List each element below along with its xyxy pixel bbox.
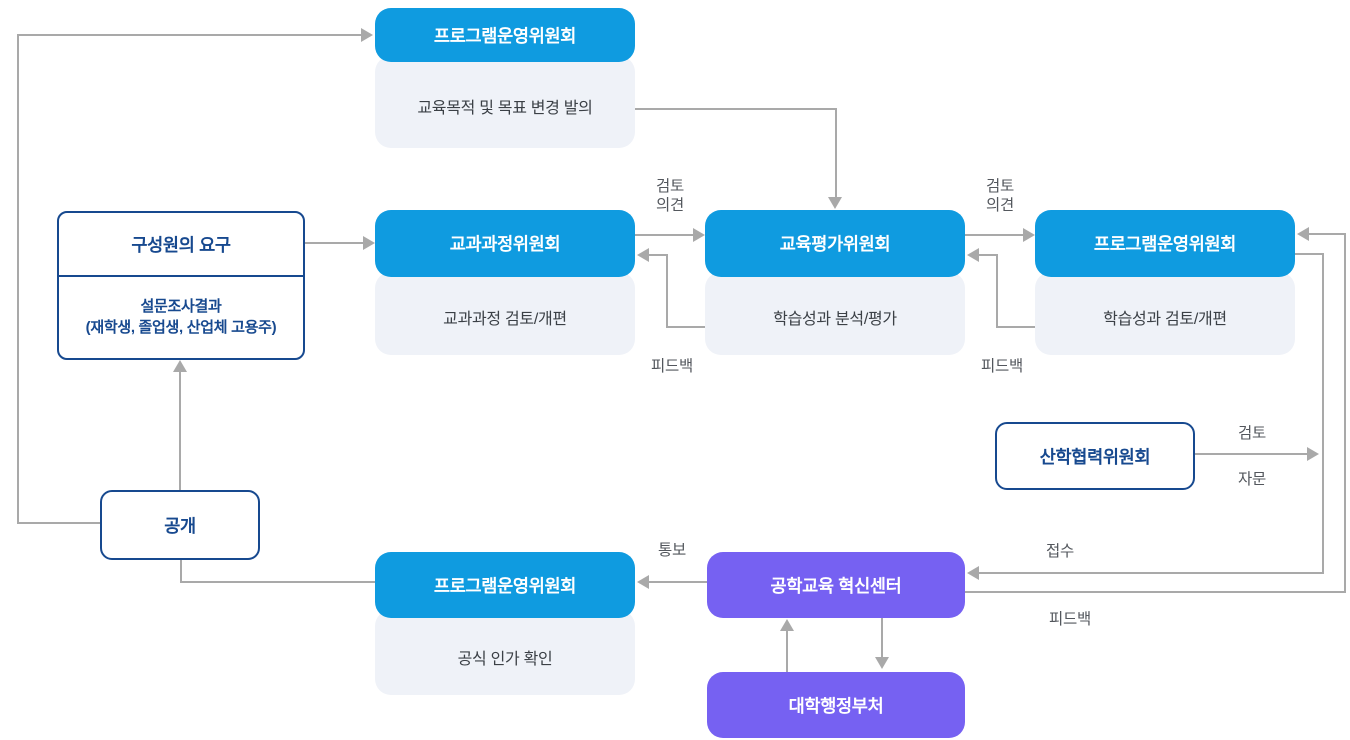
line [666,326,705,328]
line [979,572,1324,574]
node-innovation-center: 공학교육 혁신센터 [707,552,965,618]
line [180,581,375,583]
arrowhead-right-icon [1307,447,1319,461]
node-panel: 교육목적 및 목표 변경 발의 [375,56,635,148]
node-title: 프로그램운영위원회 [433,25,577,46]
label-review-opinion-right: 검토 의견 [986,178,1014,215]
label-feedback-mid-right: 피드백 [981,358,1023,375]
arrowhead-left-icon [967,566,979,580]
node-header: 프로그램운영위원회 [375,8,635,62]
line [666,254,668,328]
node-subtitle: 교육목적 및 목표 변경 발의 [417,100,593,117]
arrowhead-left-icon [967,248,979,262]
line [996,326,1035,328]
node-title: 대학행정부처 [788,695,884,716]
label-feedback-bottom: 피드백 [1049,611,1091,628]
arrowhead-up-icon [780,619,794,631]
node-title: 교과과정위원회 [449,234,561,254]
node-header: 프로그램운영위원회 [1035,210,1295,277]
node-title: 프로그램운영위원회 [433,575,577,596]
label-review: 검토 [1238,425,1266,442]
node-header: 프로그램운영위원회 [375,552,635,618]
arrowhead-right-icon [1023,228,1035,242]
line [979,254,998,256]
survey-results-cell: 설문조사결과 (재학생, 졸업생, 산업체 고용주) [59,277,303,358]
node-title: 프로그램운영위원회 [1093,234,1237,254]
node-pmc-right: 학습성과 검토/개편 프로그램운영위원회 [1035,210,1295,355]
node-panel: 공식 인가 확인 [375,610,635,695]
arrowhead-right-icon [693,228,705,242]
line [179,371,181,490]
line [635,234,693,236]
node-title: 공학교육 혁신센터 [770,575,902,596]
node-evaluation-committee: 학습성과 분석/평가 교육평가위원회 [705,210,965,355]
line [1322,253,1324,574]
label-advice: 자문 [1238,471,1266,488]
line [649,254,668,256]
node-subtitle: 교과과정 검토/개편 [443,310,567,328]
node-title: 교육평가위원회 [779,234,891,254]
line [965,591,1346,593]
line [17,522,101,524]
node-panel: 교과과정 검토/개편 [375,272,635,355]
line [1195,453,1307,455]
line [1309,233,1344,235]
node-title: 산학협력위원회 [1039,446,1151,467]
label-receive: 접수 [1046,543,1074,560]
node-title: 공개 [164,515,196,536]
label-notify: 통보 [658,542,686,559]
node-disclosure: 공개 [100,490,260,560]
node-subtitle: 학습성과 분석/평가 [773,310,897,328]
arrowhead-left-icon [1297,227,1309,241]
node-members-need: 구성원의 요구 설문조사결과 (재학생, 졸업생, 산업체 고용주) [57,211,305,360]
line [996,254,998,328]
node-industry-committee: 산학협력위원회 [995,422,1195,490]
arrowhead-down-icon [875,657,889,669]
node-subtitle: 학습성과 검토/개편 [1103,310,1227,328]
line [305,242,363,244]
label-review-opinion-left: 검토 의견 [656,178,684,215]
line [835,108,837,198]
node-panel: 학습성과 분석/평가 [705,272,965,355]
node-title: 구성원의 요구 [131,234,231,255]
line [649,581,707,583]
node-header: 교과과정위원회 [375,210,635,277]
label-feedback-mid-left: 피드백 [651,358,693,375]
arrowhead-right-icon [363,236,375,250]
node-panel: 학습성과 검토/개편 [1035,272,1295,355]
line [180,559,182,583]
line [881,618,883,658]
node-curriculum-committee: 교과과정 검토/개편 교과과정위원회 [375,210,635,355]
line [635,108,837,110]
node-pmc-bottom: 공식 인가 확인 프로그램운영위원회 [375,552,635,695]
line [965,234,1023,236]
line [17,34,19,524]
node-university-admin: 대학행정부처 [707,672,965,738]
arrowhead-left-icon [637,248,649,262]
line [786,630,788,672]
node-subtitle: 공식 인가 확인 [457,650,553,668]
arrowhead-left-icon [637,575,649,589]
node-title: 설문조사결과 (재학생, 졸업생, 산업체 고용주) [85,298,277,336]
node-pmc-top: 교육목적 및 목표 변경 발의 프로그램운영위원회 [375,8,635,148]
members-need-cell: 구성원의 요구 [59,213,303,277]
arrowhead-right-icon [361,28,373,42]
line [17,34,361,36]
arrowhead-up-icon [173,360,187,372]
line [1295,253,1324,255]
arrowhead-down-icon [828,197,842,209]
node-header: 교육평가위원회 [705,210,965,277]
line [1344,233,1346,593]
